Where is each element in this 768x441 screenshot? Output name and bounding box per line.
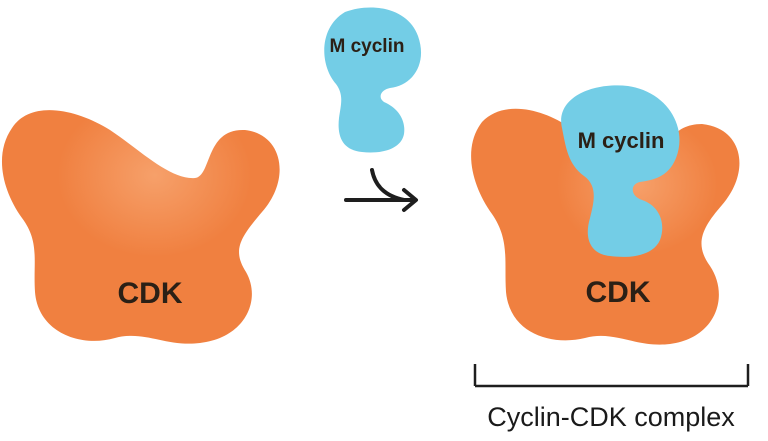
cdk-free-label: CDK [118,277,183,310]
cdk-free-group: CDK [1,110,280,344]
complex-group: M cyclin CDK [471,85,740,345]
cyclin-bound-shape [561,85,680,257]
binding-arrow [344,168,418,212]
binding-arrow-curve [370,168,406,202]
complex-caption: Cyclin-CDK complex [487,402,735,432]
cdk-free-shape [1,110,280,344]
cyclin-free-label: M cyclin [330,36,405,57]
cyclin-bound-label: M cyclin [578,128,665,153]
cdk-bound-label: CDK [586,276,651,309]
complex-bracket [473,364,750,388]
cyclin-free-group: M cyclin [324,7,422,153]
cyclin-free-shape [324,7,422,153]
binding-arrow-head [402,188,418,212]
